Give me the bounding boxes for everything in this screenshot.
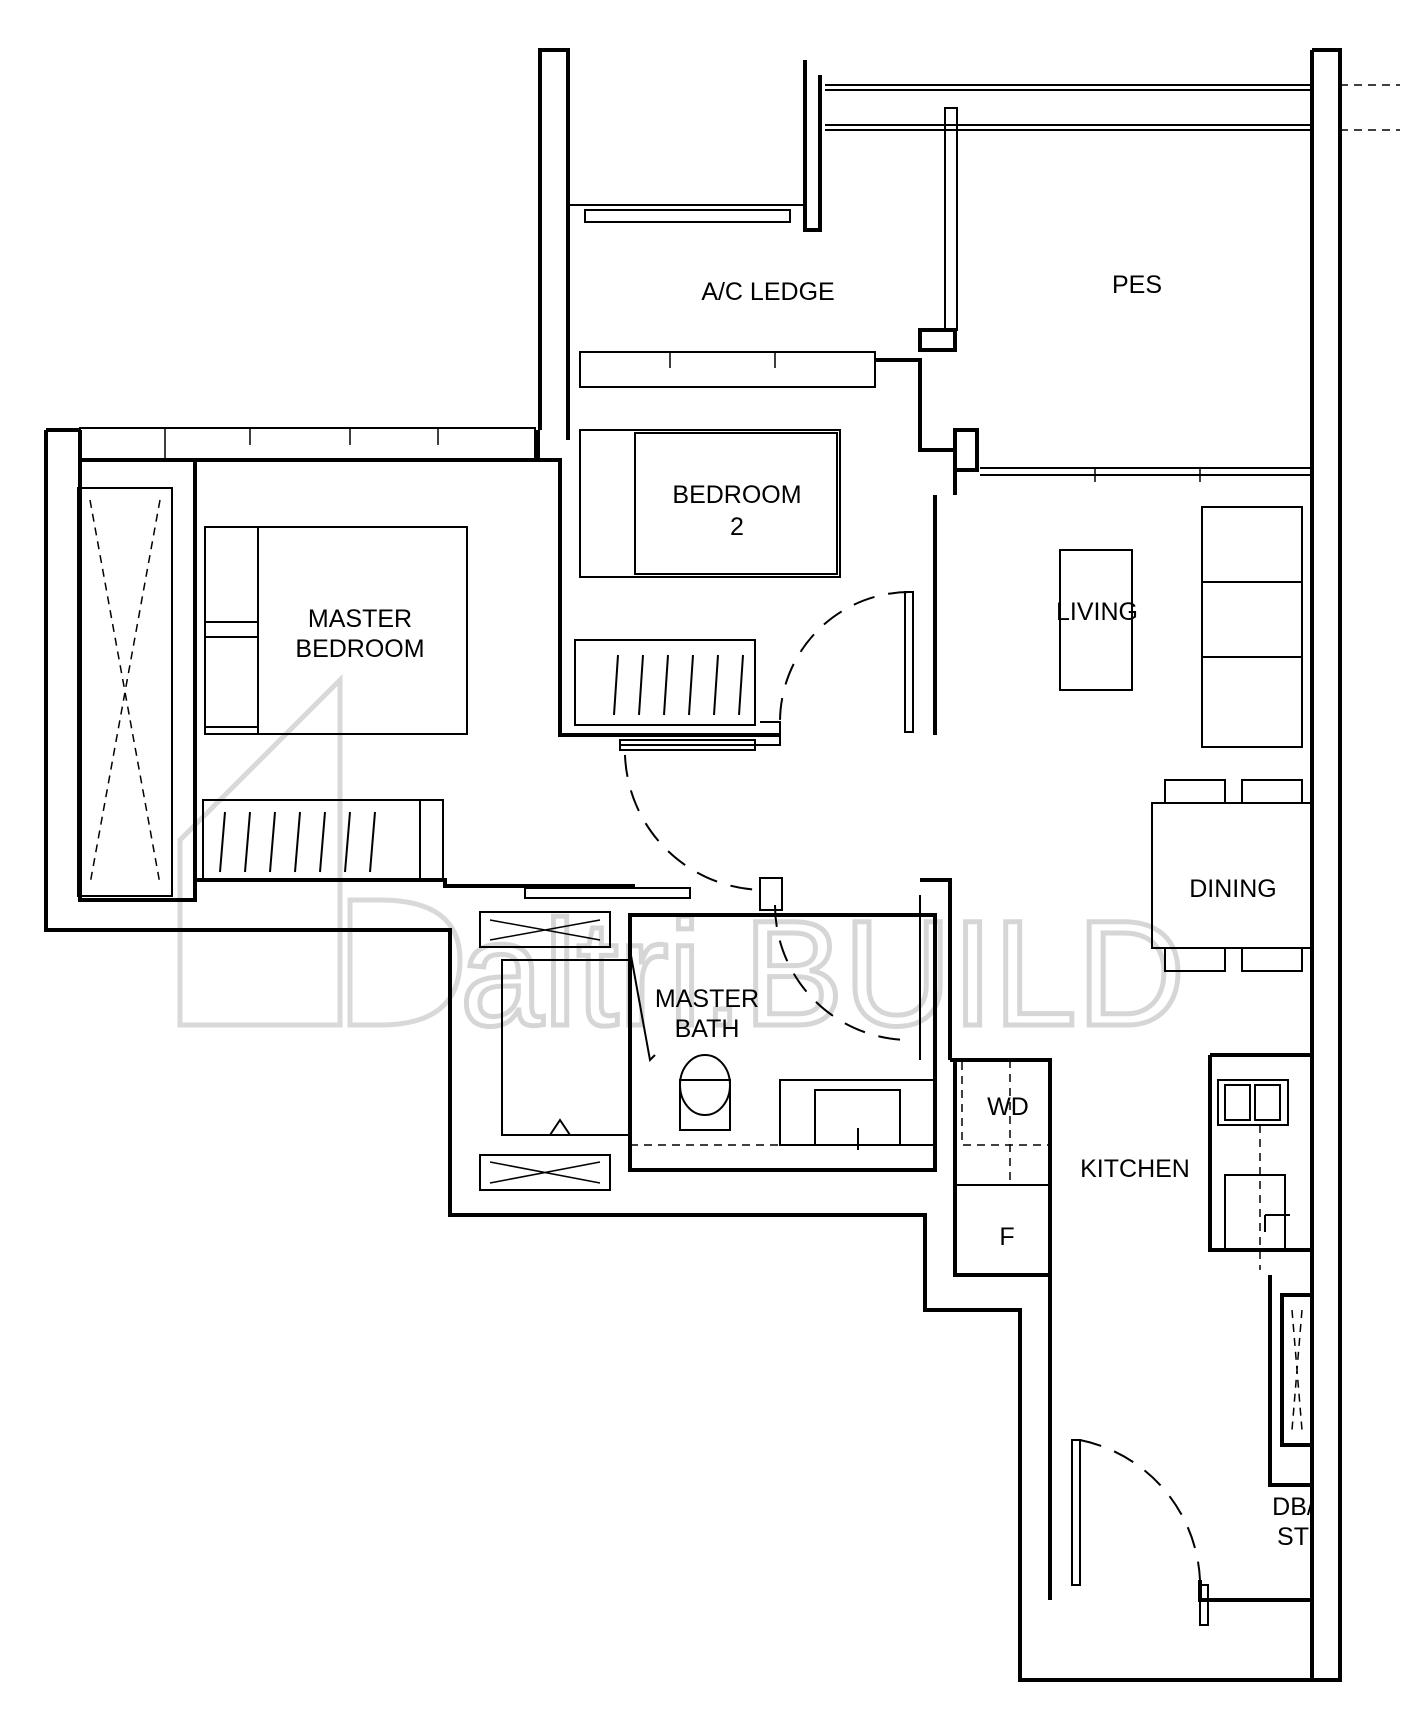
room-labels: A/C LEDGE PES BEDROOM 2 MASTER BEDROOM L… xyxy=(295,271,1313,1551)
label-master-bedroom-line2: BEDROOM xyxy=(295,635,424,663)
label-ac-ledge: A/C LEDGE xyxy=(701,278,834,306)
label-wd: WD xyxy=(987,1093,1029,1121)
living-furniture xyxy=(1059,506,1313,972)
label-master-bedroom-line1: MASTER xyxy=(308,605,412,633)
label-db-st-line2: ST xyxy=(1277,1523,1309,1551)
label-dining: DINING xyxy=(1189,875,1277,903)
label-master-bath-line2: BATH xyxy=(675,1015,740,1043)
master-bath-fixtures xyxy=(479,877,937,1191)
label-pes: PES xyxy=(1112,271,1162,299)
label-db-st-line1: DB/ xyxy=(1272,1493,1314,1521)
label-bedroom2-line2: 2 xyxy=(730,513,744,541)
label-kitchen: KITCHEN xyxy=(1080,1155,1190,1183)
label-master-bath-line1: MASTER xyxy=(655,985,759,1013)
entrance-door xyxy=(1071,1309,1303,1626)
bedroom2-furniture xyxy=(574,429,914,891)
label-bedroom2-line1: BEDROOM xyxy=(672,481,801,509)
windows xyxy=(79,60,1400,482)
master-bedroom-furniture xyxy=(77,487,468,897)
kitchen-fixtures xyxy=(955,1059,1290,1270)
label-fridge: F xyxy=(999,1223,1014,1251)
label-living: LIVING xyxy=(1056,598,1138,626)
